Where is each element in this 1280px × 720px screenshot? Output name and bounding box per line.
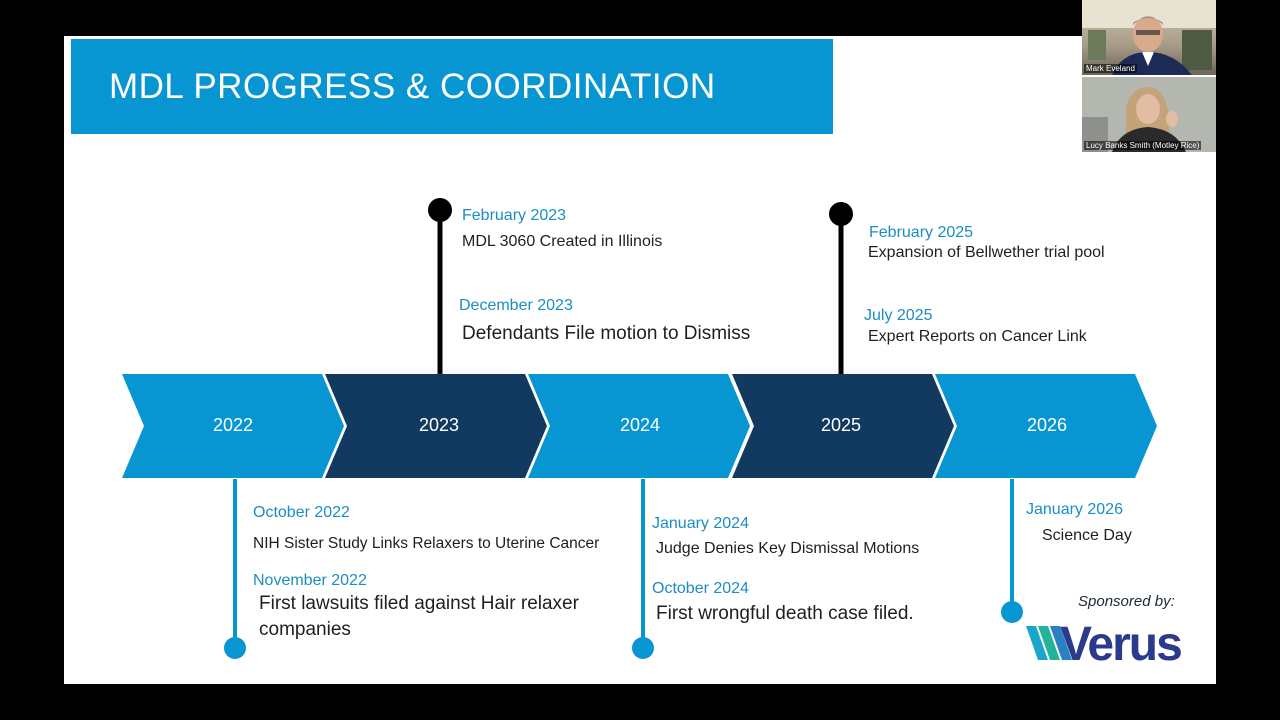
marker-2025-top bbox=[829, 202, 853, 226]
event-text: First lawsuits filed against Hair relaxe… bbox=[259, 593, 579, 614]
event-date: November 2022 bbox=[253, 572, 367, 589]
event-jan-2024: January 2024 Judge Denies Key Dismissal … bbox=[652, 515, 919, 558]
event-date: January 2026 bbox=[1026, 501, 1123, 518]
event-date: October 2024 bbox=[652, 580, 749, 597]
chevron-2024 bbox=[528, 374, 750, 478]
event-oct-2024: October 2024 First wrongful death case f… bbox=[652, 580, 914, 625]
timeline-graphic: 2022 2023 2024 2025 2026 bbox=[122, 198, 1157, 659]
event-text: Science Day bbox=[1042, 527, 1132, 544]
event-text: NIH Sister Study Links Relaxers to Uteri… bbox=[253, 535, 600, 552]
year-label-2025: 2025 bbox=[821, 415, 861, 435]
event-feb-2025: February 2025 Expansion of Bellwether tr… bbox=[868, 224, 1105, 262]
year-label-2024: 2024 bbox=[620, 415, 660, 435]
chevron-2025 bbox=[732, 374, 954, 478]
event-jan-2026: January 2026 Science Day bbox=[1026, 501, 1132, 545]
event-oct-2022: October 2022 NIH Sister Study Links Rela… bbox=[253, 504, 599, 553]
year-label-2026: 2026 bbox=[1027, 415, 1067, 435]
event-date: July 2025 bbox=[864, 307, 933, 324]
slide-title: MDL PROGRESS & COORDINATION bbox=[109, 67, 716, 106]
event-date: January 2024 bbox=[652, 515, 749, 532]
chevron-2023 bbox=[325, 374, 547, 478]
participant-name: Lucy Banks Smith (Motley Rice) bbox=[1084, 141, 1202, 150]
year-label-2023: 2023 bbox=[419, 415, 459, 435]
chevron-2026 bbox=[935, 374, 1157, 478]
event-date: February 2023 bbox=[462, 207, 567, 224]
marker-2022-bottom bbox=[224, 637, 246, 659]
event-dec-2023: December 2023 Defendants File motion to … bbox=[459, 297, 750, 345]
logo-wordmark: Verus bbox=[1060, 618, 1181, 666]
verus-logo: Verus bbox=[1026, 618, 1183, 666]
event-text: Expert Reports on Cancer Link bbox=[868, 328, 1087, 345]
event-jul-2025: July 2025 Expert Reports on Cancer Link bbox=[864, 307, 1087, 346]
video-tile-lucy-banks-smith[interactable]: Lucy Banks Smith (Motley Rice) bbox=[1082, 77, 1216, 152]
event-date: February 2025 bbox=[869, 224, 974, 241]
sponsor-label: Sponsored by: bbox=[1078, 593, 1175, 610]
title-banner: MDL PROGRESS & COORDINATION bbox=[71, 39, 833, 134]
event-text: First wrongful death case filed. bbox=[656, 603, 914, 624]
event-date: December 2023 bbox=[459, 297, 573, 314]
event-text: Expansion of Bellwether trial pool bbox=[868, 244, 1105, 261]
marker-2026-bottom bbox=[1001, 601, 1023, 623]
event-nov-2022: November 2022 First lawsuits filed again… bbox=[253, 572, 579, 641]
participant-name: Mark Eveland bbox=[1084, 64, 1137, 73]
marker-2023-top bbox=[428, 198, 452, 222]
year-label-2022: 2022 bbox=[213, 415, 253, 435]
event-text-line2: companies bbox=[259, 619, 351, 640]
marker-2024-bottom bbox=[632, 637, 654, 659]
event-date: October 2022 bbox=[253, 504, 350, 521]
event-text: Defendants File motion to Dismiss bbox=[462, 323, 751, 344]
event-feb-2023: February 2023 MDL 3060 Created in Illino… bbox=[462, 207, 662, 251]
presentation-slide: MDL PROGRESS & COORDINATION 2022 2023 20… bbox=[64, 36, 1216, 684]
event-text: Judge Denies Key Dismissal Motions bbox=[656, 540, 920, 557]
chevron-2022 bbox=[122, 374, 344, 478]
event-text: MDL 3060 Created in Illinois bbox=[462, 233, 663, 250]
video-tile-mark-eveland[interactable]: Mark Eveland bbox=[1082, 0, 1216, 75]
